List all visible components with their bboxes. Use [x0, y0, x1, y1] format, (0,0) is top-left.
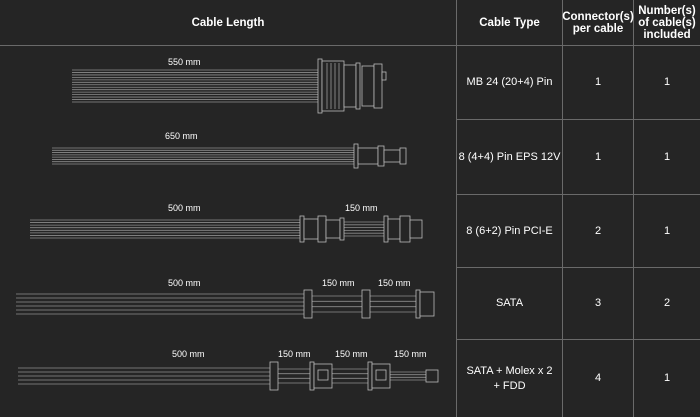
row-2-type-text: 8 (4+4) Pin EPS 12V: [458, 150, 561, 163]
row-4-count: 2: [634, 268, 700, 339]
divider-after-type: [562, 0, 563, 417]
header-number-text: Number(s)of cable(s)included: [638, 5, 696, 41]
eps-cable-icon: [52, 143, 407, 169]
row-4-connectors: 3: [563, 268, 633, 339]
header-number-line2: of cable(s): [638, 17, 696, 29]
row-4-cable-type: SATA: [457, 268, 562, 339]
row-2-connectors: 1: [563, 120, 633, 194]
pcie-cable-icon: [30, 215, 423, 243]
row-5-type-line2: + FDD: [493, 379, 526, 392]
header-number-line3: included: [643, 29, 691, 41]
cable-illustrations: [16, 58, 439, 391]
row-4-length-ext-2: 150 mm: [378, 278, 411, 288]
row-5-type-line1: SATA + Molex x 2: [466, 364, 553, 377]
mb24-cable-icon: [72, 58, 387, 114]
row-4-length-main: 500 mm: [168, 278, 201, 288]
row-divider-2: [456, 194, 700, 195]
row-5-length-main: 500 mm: [172, 349, 205, 359]
row-1-count: 1: [634, 46, 700, 119]
header-cable-length: Cable Length: [0, 0, 456, 46]
row-3-connectors-text: 2: [594, 224, 602, 237]
row-2-count-text: 1: [663, 150, 671, 163]
header-cable-type-text: Cable Type: [479, 17, 540, 29]
sata-molex-fdd-cable-icon: [18, 361, 439, 391]
sata-cable-icon: [16, 289, 435, 319]
row-1-cable-type: MB 24 (20+4) Pin: [457, 46, 562, 119]
row-1-count-text: 1: [663, 76, 671, 88]
row-3-length-main: 500 mm: [168, 203, 201, 213]
row-5-length-ext-3: 150 mm: [394, 349, 427, 359]
row-4-count-text: 2: [663, 297, 671, 309]
row-5-connectors: 4: [563, 340, 633, 417]
row-3-connectors: 2: [563, 195, 633, 267]
row-4-connectors-text: 3: [594, 297, 602, 309]
row-5-count-text: 1: [663, 372, 671, 384]
row-5-count: 1: [634, 340, 700, 417]
header-connectors-text: Connector(s)per cable: [562, 11, 634, 35]
row-divider-1: [456, 119, 700, 120]
row-5-length-ext-1: 150 mm: [278, 349, 311, 359]
header-cable-type: Cable Type: [457, 0, 562, 46]
row-divider-4: [456, 339, 700, 340]
row-1-length-main: 550 mm: [168, 57, 201, 67]
row-1-connectors: 1: [563, 46, 633, 119]
row-3-length-ext-1: 150 mm: [345, 203, 378, 213]
row-3-type-text: 8 (6+2) Pin PCI-E: [466, 224, 553, 237]
header-connectors-line1: Connector(s): [562, 11, 634, 23]
row-divider-3: [456, 267, 700, 268]
header-divider: [0, 45, 700, 46]
row-2-cable-type: 8 (4+4) Pin EPS 12V: [457, 120, 562, 194]
header-connectors-per-cable: Connector(s)per cable: [562, 0, 634, 46]
row-5-type-text: SATA + Molex x 2 + FDD: [466, 364, 552, 394]
row-1-type-text: MB 24 (20+4) Pin: [466, 76, 553, 88]
row-2-connectors-text: 1: [594, 150, 602, 163]
row-4-type-text: SATA: [495, 297, 524, 309]
divider-after-length: [456, 0, 457, 417]
row-5-connectors-text: 4: [594, 372, 602, 384]
row-3-cable-type: 8 (6+2) Pin PCI-E: [457, 195, 562, 267]
header-cable-length-text: Cable Length: [191, 17, 265, 29]
row-5-length-ext-2: 150 mm: [335, 349, 368, 359]
row-3-count: 1: [634, 195, 700, 267]
header-number-line1: Number(s): [638, 5, 696, 17]
row-3-count-text: 1: [663, 224, 671, 237]
row-4-length-ext-1: 150 mm: [322, 278, 355, 288]
divider-after-connectors: [633, 0, 634, 417]
row-5-cable-type: SATA + Molex x 2 + FDD: [457, 340, 562, 417]
header-number-of-cables: Number(s)of cable(s)included: [634, 0, 700, 46]
header-connectors-line2: per cable: [572, 23, 624, 35]
row-2-length-main: 650 mm: [165, 131, 198, 141]
row-2-count: 1: [634, 120, 700, 194]
row-1-connectors-text: 1: [594, 76, 602, 88]
